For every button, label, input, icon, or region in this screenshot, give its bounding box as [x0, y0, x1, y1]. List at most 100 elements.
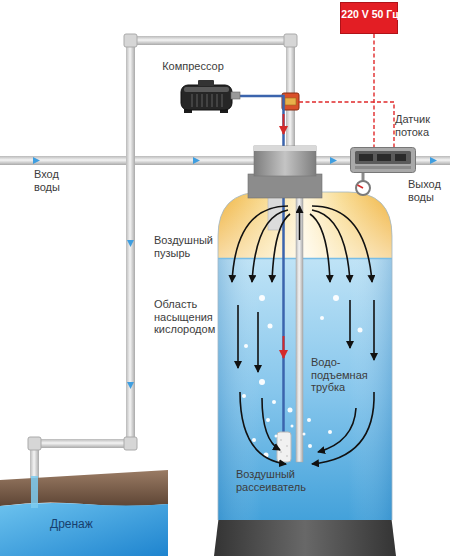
pore: [286, 445, 288, 447]
air-diffuser: [277, 432, 291, 462]
bubble: [303, 433, 306, 436]
head-top: [254, 146, 316, 151]
drain-pit-text: Дренаж: [50, 518, 140, 532]
compressor-highlight: [184, 87, 229, 92]
cooling-fin: [196, 94, 198, 107]
bubble: [308, 444, 312, 448]
bubble: [252, 438, 256, 442]
bubble: [242, 394, 246, 398]
flow-triangle: [127, 240, 134, 247]
pore: [280, 439, 282, 441]
bubble: [333, 295, 339, 301]
bubble: [266, 418, 270, 422]
bubble: [244, 344, 248, 348]
flow-arrow: [252, 210, 288, 282]
compressor-unit: Компрессор: [180, 80, 240, 114]
head-collar: [248, 174, 322, 198]
power-supply-box: 220 V 50 Гц: [340, 2, 398, 34]
water-surface: [218, 258, 392, 260]
flow-arrow: [349, 300, 351, 348]
cooling-fin: [191, 94, 193, 107]
drain-down-pipe: [126, 36, 135, 448]
gauge-stem: [362, 172, 365, 181]
bubble: [328, 430, 332, 434]
display-window: [359, 154, 373, 161]
pore: [280, 451, 282, 453]
air-flow-arrow: [283, 336, 285, 358]
drain-pit-outline: [0, 468, 168, 556]
gauge-dial: [356, 181, 370, 195]
cooling-fin: [216, 94, 218, 107]
flow-sensor-outline: [350, 147, 416, 173]
sensor-body: [351, 148, 416, 173]
pipe-elbow: [124, 34, 137, 47]
zone-label: Область насыщения кислородом: [154, 298, 232, 336]
pore: [286, 455, 288, 457]
bubble: [272, 400, 276, 404]
cooling-fin: [211, 94, 213, 107]
sensor-trim: [355, 166, 411, 169]
inlet-label: Вход воды: [34, 168, 74, 193]
power-wire: [373, 34, 374, 147]
outlet-label: Выход воды: [408, 178, 450, 203]
ground-layer: [0, 470, 168, 506]
pipe-elbow: [28, 437, 41, 450]
flow-triangle: [33, 157, 40, 164]
riser-tube: [296, 196, 303, 462]
tank-body: [218, 190, 392, 528]
bubble: [288, 408, 293, 413]
flow-arrow: [310, 214, 330, 282]
flow-arrow: [272, 214, 290, 282]
cooling-fin: [206, 94, 208, 107]
flow-arrow: [232, 206, 288, 282]
part-label: Водо- подъемная трубка: [311, 356, 373, 394]
power-supply-box-text: 220 V 50 Гц: [341, 8, 399, 20]
flow-arrow: [312, 210, 350, 282]
flow-arrow: [318, 408, 356, 452]
compressor-unit-outline: [180, 80, 240, 114]
compressor-body: [181, 85, 232, 110]
circulation-arrows: [232, 206, 374, 464]
drain-pit: Дренаж: [0, 468, 168, 556]
control-head: [248, 146, 322, 198]
pressure-gauge: [356, 172, 370, 195]
cooling-fin: [221, 94, 223, 107]
part-label: Воздушный рассеиватель: [236, 468, 336, 493]
head-block: [254, 146, 316, 176]
gauge-needle: [358, 185, 364, 188]
compressor-unit-text: Компрессор: [148, 60, 238, 73]
display-window: [395, 154, 406, 161]
pipe-elbow: [284, 34, 297, 47]
flow-arrow: [373, 300, 375, 360]
flow-arrow: [312, 392, 374, 464]
drain-riser-pipe: [286, 36, 295, 148]
valve-core: [285, 98, 296, 105]
flow-triangle: [127, 382, 134, 389]
flow-triangle: [330, 157, 337, 164]
bubble: [358, 328, 363, 333]
bubble: [268, 324, 273, 329]
zone-label: Воздушный пузырь: [154, 234, 218, 259]
flow-sensor-text: Датчик потока: [395, 113, 447, 138]
air-flow-arrow: [283, 114, 285, 134]
water-volume: [218, 258, 392, 528]
flow-arrow: [237, 305, 239, 368]
drain-water: [0, 503, 168, 556]
bubble: [259, 295, 265, 301]
flow-arrow: [257, 312, 259, 372]
compressor-handle: [198, 80, 214, 86]
sensor-panel: [355, 151, 411, 164]
water-stream: [31, 476, 38, 508]
drain-top-pipe: [126, 36, 295, 45]
flow-arrow: [299, 206, 301, 240]
flow-triangle: [430, 157, 437, 164]
pipe-elbow: [124, 437, 137, 450]
bubble: [275, 435, 278, 438]
tank-outline: [218, 192, 392, 520]
bubble: [307, 418, 311, 422]
flow-sensor: Датчик потока: [350, 147, 416, 173]
cooling-fin: [201, 94, 203, 107]
